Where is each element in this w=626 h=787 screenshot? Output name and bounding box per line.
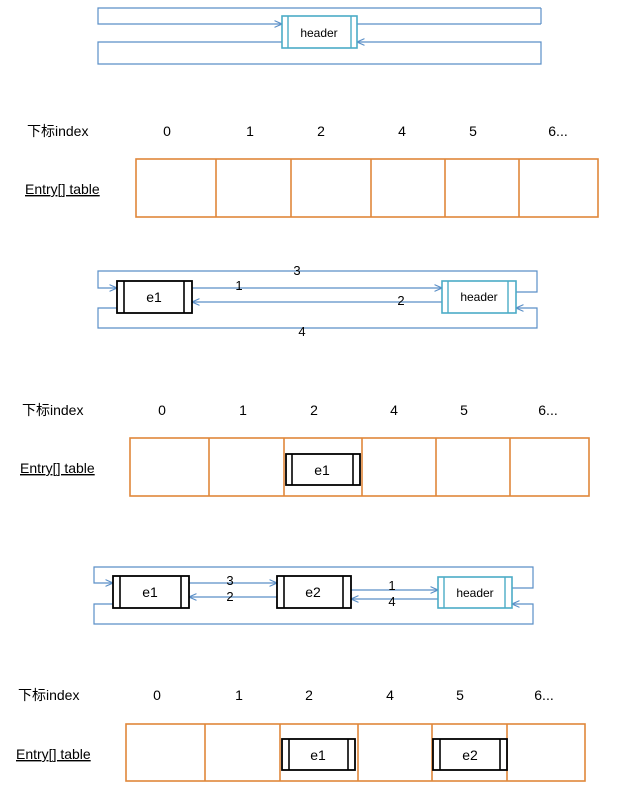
index-value: 5 (456, 687, 464, 703)
e1-node: e1 (112, 575, 190, 609)
link-bottom (97, 42, 542, 65)
link-number: 1 (388, 578, 395, 593)
header-node-label: header (456, 586, 493, 600)
link-outer-bottom (93, 604, 534, 625)
index-label: 下标index (22, 402, 83, 418)
section-2-e1-header: 3 1 2 4 e1 header (97, 263, 538, 339)
index-value: 4 (390, 402, 398, 418)
e1-node: e1 (285, 453, 361, 486)
link-outer-top (93, 566, 534, 589)
table-label: Entry[] table (16, 746, 91, 762)
index-value: 2 (305, 687, 313, 703)
index-value: 0 (153, 687, 161, 703)
index-value: 1 (239, 402, 247, 418)
link-number: 3 (293, 263, 300, 278)
index-value: 0 (163, 123, 171, 139)
link-3 (97, 270, 538, 293)
header-node: header (281, 15, 358, 49)
link-number: 3 (226, 573, 233, 588)
header-node-label: header (460, 290, 497, 304)
index-value: 0 (158, 402, 166, 418)
header-node: header (437, 576, 513, 609)
e1-node-label: e1 (146, 289, 162, 305)
link-number: 2 (397, 293, 404, 308)
table-label: Entry[] table (25, 181, 100, 197)
section-1-header-only: header (97, 7, 542, 65)
header-node: header (441, 280, 517, 314)
index-value: 4 (386, 687, 394, 703)
table-3: 下标index 0 1 2 4 5 6... Entry[] table e1 … (16, 687, 586, 782)
index-value: 6... (548, 123, 567, 139)
index-value: 6... (534, 687, 553, 703)
index-value: 2 (317, 123, 325, 139)
link-number: 1 (235, 278, 242, 293)
index-value: 5 (460, 402, 468, 418)
index-value: 5 (469, 123, 477, 139)
e1-node-label: e1 (314, 462, 330, 478)
link-4 (97, 308, 538, 329)
link-number: 4 (298, 324, 305, 339)
e2-node-label: e2 (462, 747, 478, 763)
e1-node: e1 (281, 738, 356, 771)
e1-node-label: e1 (142, 584, 158, 600)
index-label: 下标index (18, 687, 79, 703)
index-value: 6... (538, 402, 557, 418)
table-2: 下标index 0 1 2 4 5 6... Entry[] table e1 (20, 402, 590, 497)
link-number: 2 (226, 589, 233, 604)
entry-table-array (125, 723, 586, 782)
e2-node-label: e2 (305, 584, 321, 600)
entry-table-array (135, 158, 599, 218)
table-label: Entry[] table (20, 460, 95, 476)
e2-node: e2 (276, 575, 352, 609)
index-value: 1 (246, 123, 254, 139)
header-node-label: header (300, 26, 337, 40)
link-number: 4 (388, 594, 395, 609)
table-1: 下标index 0 1 2 4 5 6... Entry[] table (25, 123, 599, 218)
e2-node: e2 (432, 738, 508, 771)
section-3-e1-e2-header: 3 2 1 4 e1 e2 header (93, 566, 534, 625)
index-value: 2 (310, 402, 318, 418)
index-value: 4 (398, 123, 406, 139)
index-label: 下标index (27, 123, 88, 139)
link-top (97, 7, 541, 24)
e1-node-label: e1 (310, 747, 326, 763)
e1-node: e1 (116, 280, 193, 314)
index-value: 1 (235, 687, 243, 703)
